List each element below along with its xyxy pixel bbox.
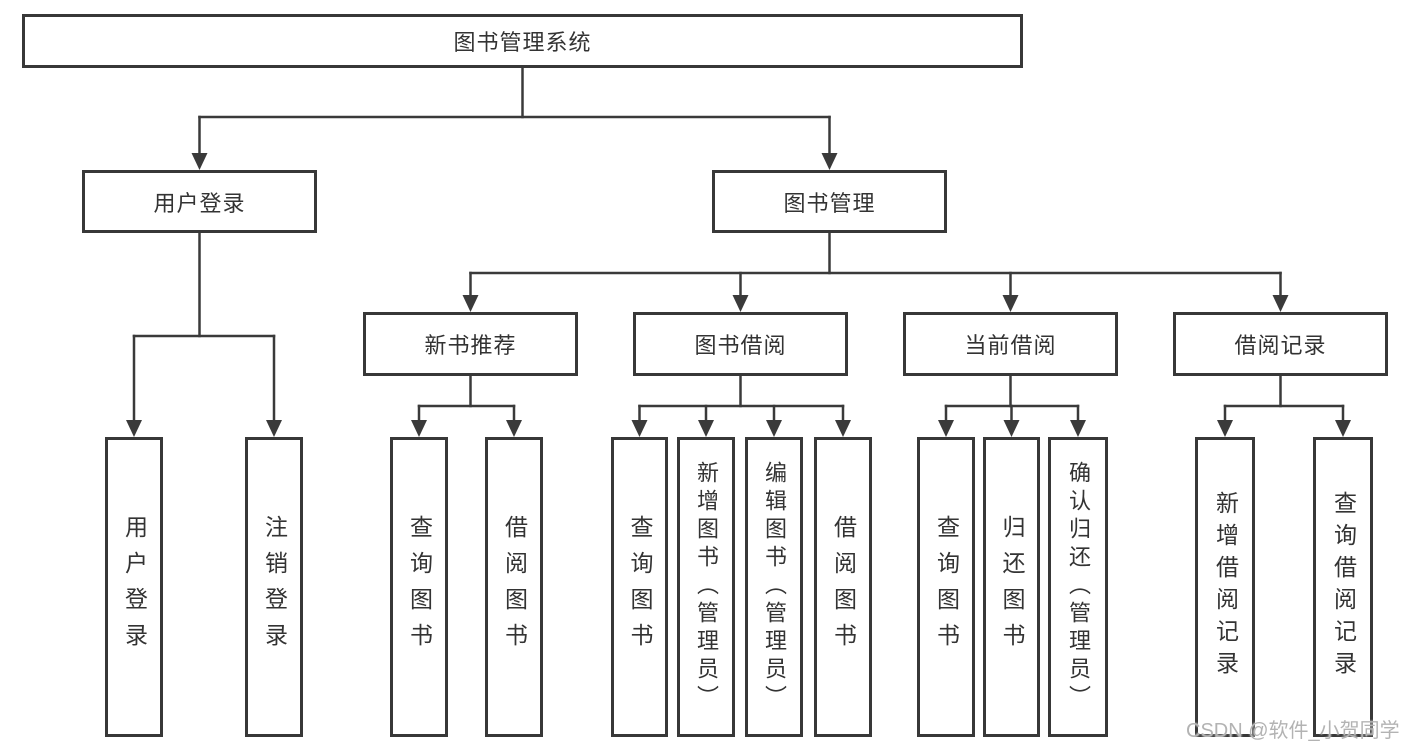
leaf-recommend-borrow-books: 借阅图书 (485, 437, 543, 737)
node-label: 新增借阅记录 (1212, 491, 1239, 683)
node-label: 图书管理 (783, 190, 876, 216)
node-label: 当前借阅 (964, 333, 1057, 358)
node-current-borrow: 当前借阅 (903, 312, 1118, 376)
node-label: 编辑图书（管理员） (762, 461, 787, 713)
node-user-login: 用户登录 (82, 170, 317, 233)
node-label: 确认归还（管理员） (1066, 461, 1091, 713)
node-label: 新书推荐 (424, 333, 517, 358)
node-label: 借阅图书 (501, 515, 528, 659)
node-label: 用户登录 (121, 515, 148, 659)
node-label: 查询图书 (627, 515, 653, 659)
leaf-add-book-admin: 新增图书（管理员） (677, 437, 735, 737)
leaf-logout: 注销登录 (245, 437, 303, 737)
leaf-query-borrow-record: 查询借阅记录 (1313, 437, 1373, 737)
leaf-add-borrow-record: 新增借阅记录 (1195, 437, 1255, 737)
node-root-system: 图书管理系统 (22, 14, 1023, 68)
node-label: 新增图书（管理员） (694, 461, 719, 713)
arrowheads (126, 153, 1351, 437)
node-borrow-records: 借阅记录 (1173, 312, 1388, 376)
leaf-current-query-books: 查询图书 (917, 437, 975, 737)
leaf-return-books: 归还图书 (983, 437, 1040, 737)
node-label: 查询图书 (933, 515, 960, 659)
node-book-management: 图书管理 (712, 170, 947, 233)
node-label: 查询图书 (406, 515, 433, 659)
node-label: 归还图书 (999, 515, 1025, 659)
leaf-edit-book-admin: 编辑图书（管理员） (745, 437, 803, 737)
node-label: 用户登录 (153, 190, 246, 216)
node-label: 查询借阅记录 (1330, 491, 1357, 683)
csdn-watermark: CSDN @软件_小贺同学 (1186, 720, 1400, 742)
leaf-borrow-query-books: 查询图书 (611, 437, 668, 737)
leaf-user-login: 用户登录 (105, 437, 163, 737)
leaf-confirm-return-admin: 确认归还（管理员） (1048, 437, 1108, 737)
node-new-book-recommend: 新书推荐 (363, 312, 578, 376)
node-label: 注销登录 (261, 515, 288, 659)
node-label: 借阅记录 (1234, 333, 1327, 358)
node-label: 图书管理系统 (453, 30, 592, 55)
node-label: 图书借阅 (694, 333, 787, 358)
node-label: 借阅图书 (830, 515, 857, 659)
node-book-borrow: 图书借阅 (633, 312, 848, 376)
leaf-borrow-books: 借阅图书 (814, 437, 872, 737)
leaf-recommend-query-books: 查询图书 (390, 437, 448, 737)
